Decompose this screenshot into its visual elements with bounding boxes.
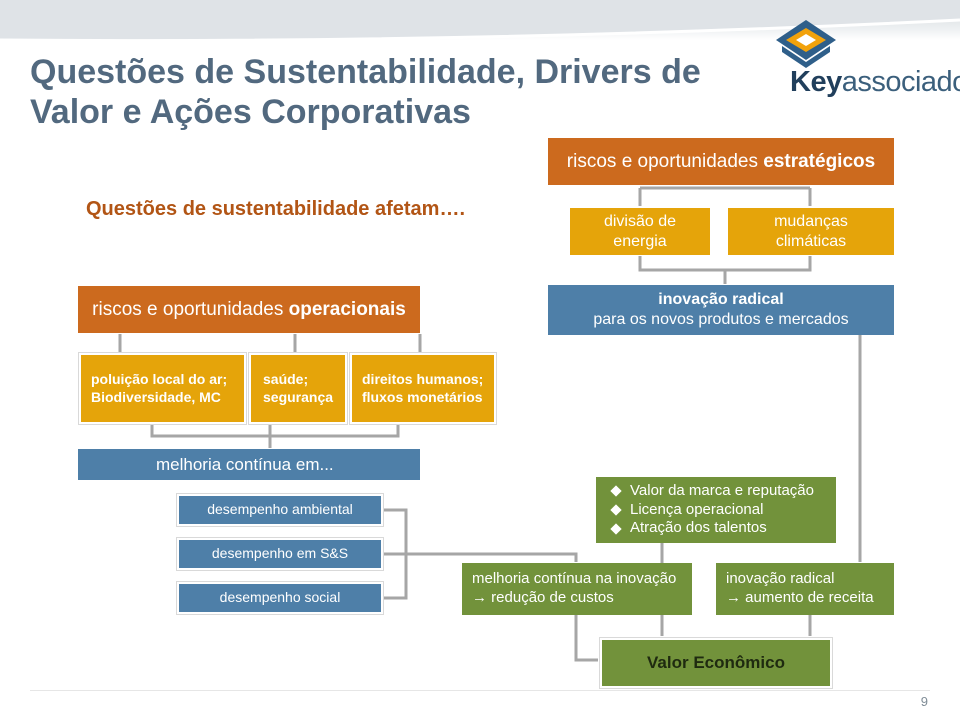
economic-value-box: Valor Econômico <box>600 638 832 688</box>
ss-performance-box: desempenho em S&S <box>177 538 383 570</box>
issue-health-safety-box: saúde;segurança <box>249 353 347 424</box>
issue-air-pollution-box: poluição local do ar;Biodiversidade, MC <box>79 353 246 424</box>
page-title: Questões de Sustentabilidade, Drivers de… <box>30 53 701 131</box>
innovation-improvement-box: melhoria contínua na inovação → redução … <box>462 563 692 615</box>
header-wave <box>0 0 960 43</box>
brand-value-item: Valor da marca e reputação <box>610 482 814 501</box>
arrow-right-icon: → <box>472 589 487 606</box>
brand-value-item: Licença operacional <box>610 501 814 520</box>
footer-divider <box>30 690 930 691</box>
sustainability-subheading: Questões de sustentabilidade afetam…. <box>86 198 465 220</box>
issue-human-rights-box: direitos humanos;fluxos monetários <box>350 353 496 424</box>
diamond-bullet-icon <box>610 504 622 516</box>
brand-value-box: Valor da marca e reputação Licença opera… <box>596 477 836 543</box>
diamond-bullet-icon <box>610 523 622 535</box>
page-number: 9 <box>920 694 928 709</box>
arrow-right-icon: → <box>726 589 741 606</box>
continuous-improvement-box: melhoria contínua em... <box>78 449 420 480</box>
brand-value-item: Atração dos talentos <box>610 519 814 538</box>
environmental-performance-box: desempenho ambiental <box>177 494 383 526</box>
radical-revenue-box: inovação radical → aumento de receita <box>716 563 894 615</box>
keyassociados-logo-icon <box>776 20 836 68</box>
operational-risks-box: riscos e oportunidades operacionais <box>78 286 420 333</box>
strategic-risks-box: riscos e oportunidades estratégicos <box>548 138 894 185</box>
diamond-bullet-icon <box>610 485 622 497</box>
logo-wordmark: Keyassociados <box>790 66 960 98</box>
social-performance-box: desempenho social <box>177 582 383 614</box>
